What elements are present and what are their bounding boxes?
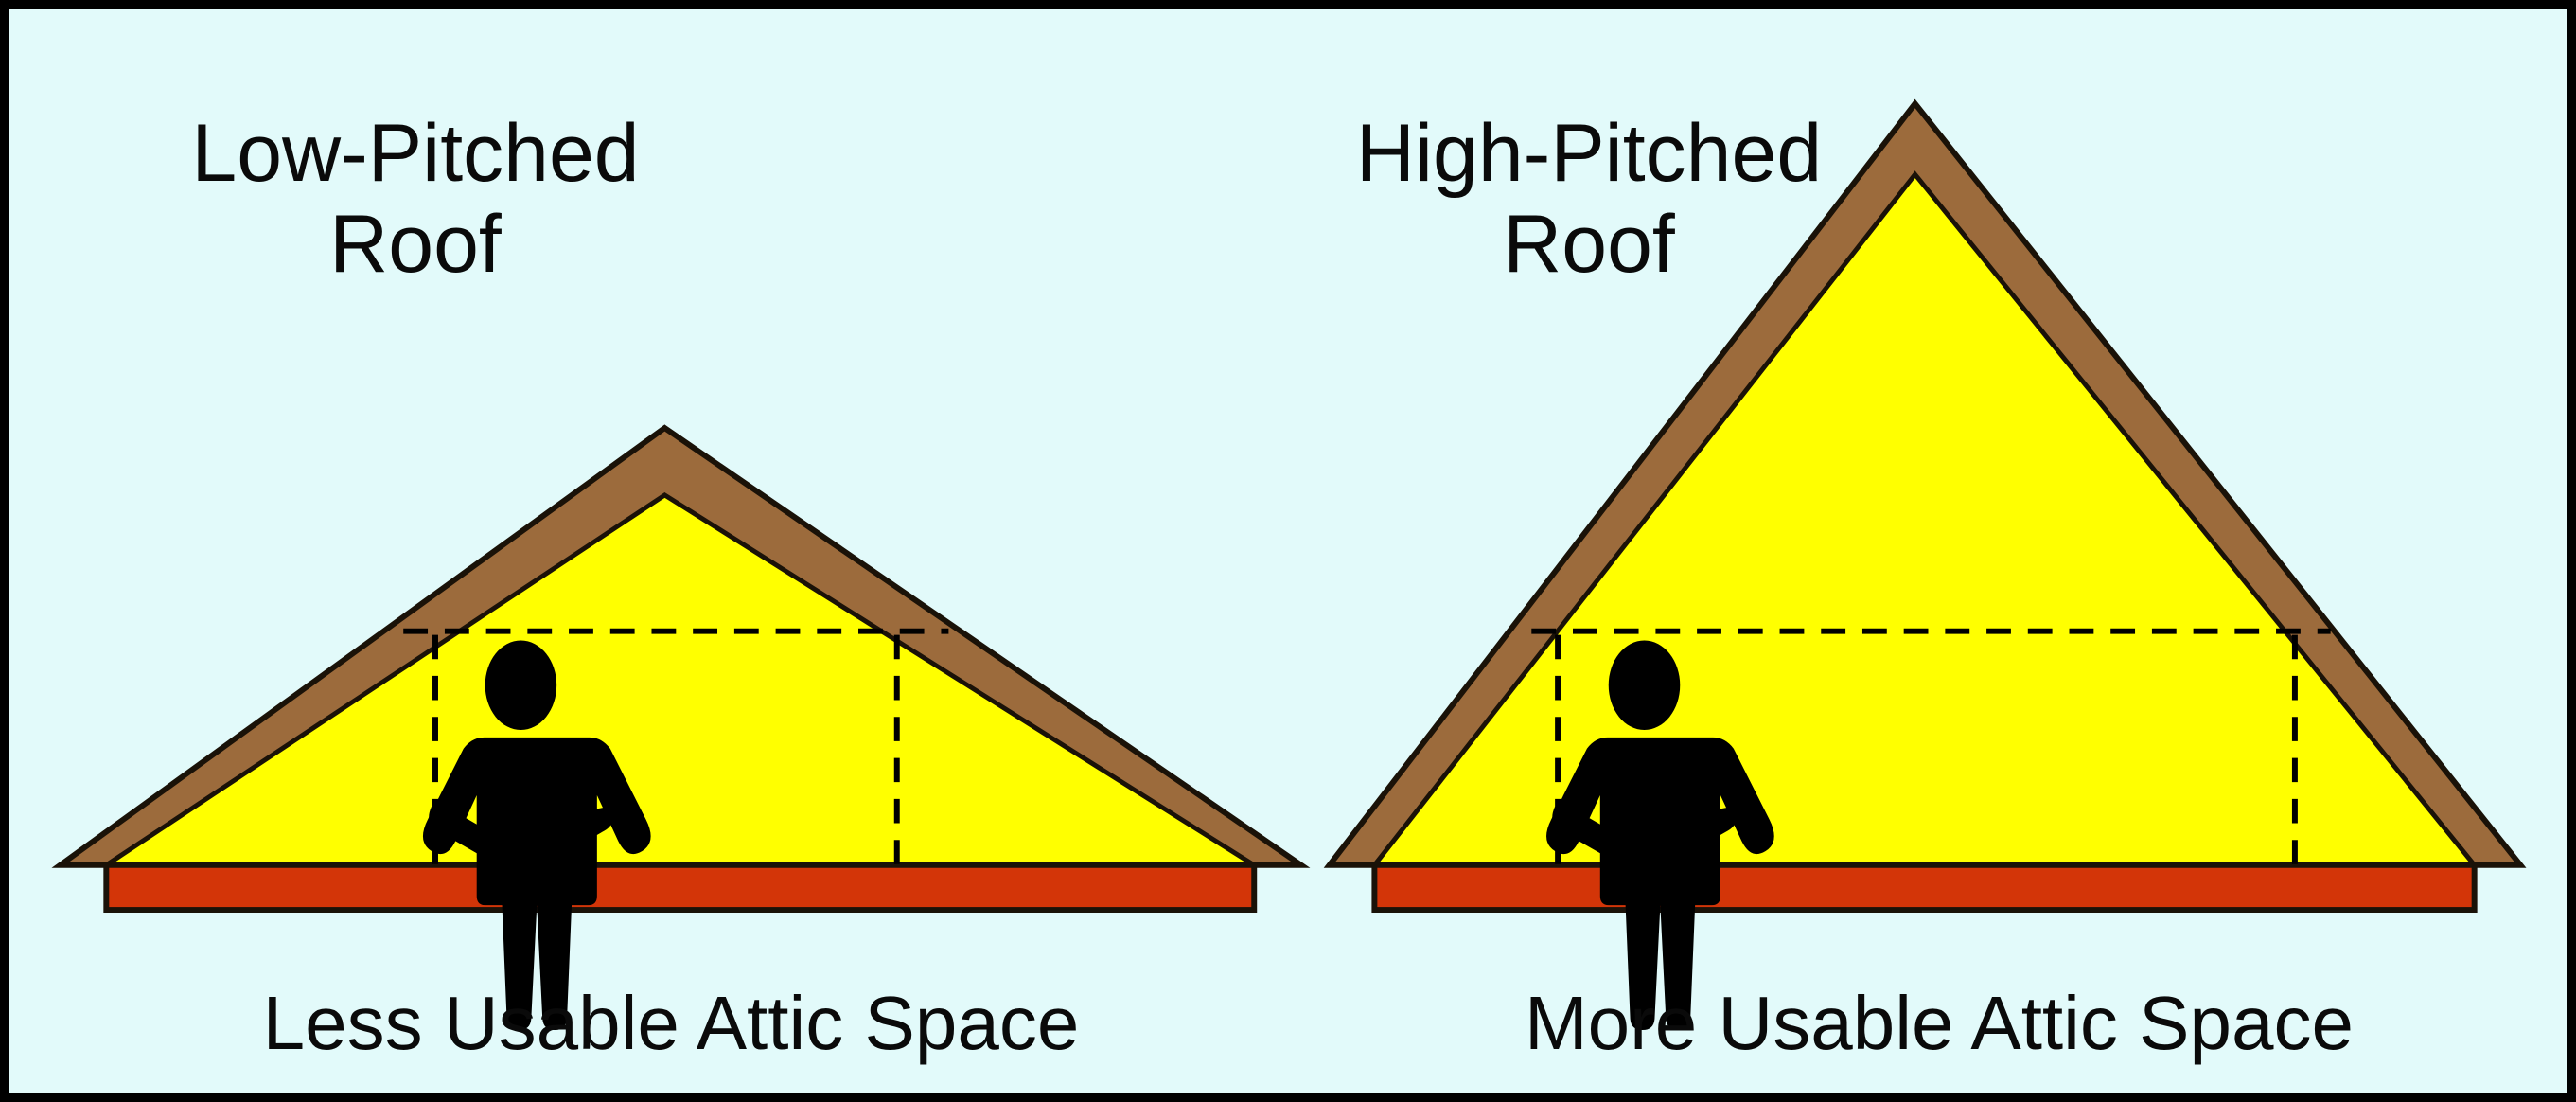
low-pitched-roof-title: Low-Pitched Roof (191, 108, 640, 291)
person-figure-low (422, 640, 651, 1031)
person-arm-right-low (535, 806, 613, 862)
usable-space-outline-low (403, 628, 949, 865)
person-leg-left-high (1614, 847, 1640, 864)
high-pitched-roof-title: High-Pitched Roof (1355, 108, 1823, 291)
person-leg-right-low (527, 847, 554, 864)
foundation-low (103, 862, 1258, 914)
person-head-low (485, 640, 557, 731)
high-pitched-roof-group (1323, 98, 2527, 1031)
person-head-high (1608, 640, 1681, 731)
roof-comparison-svg (51, 98, 2527, 1031)
usable-space-outline-high (1531, 628, 2331, 865)
person-arm-left-high (1552, 806, 1631, 862)
attic-volume-low (98, 491, 1262, 868)
person-arm-right-high (1658, 806, 1737, 862)
low-pitched-roof-group (51, 424, 1311, 1031)
foundation-high (1371, 862, 2478, 914)
person-leg-right-high (1650, 847, 1677, 864)
person-leg-left-low (490, 847, 517, 864)
person-arm-left-low (429, 806, 507, 862)
person-figure-high (1546, 640, 1774, 1031)
low-pitched-roof-caption: Less Usable Attic Space (262, 981, 1080, 1065)
high-pitched-roof-caption: More Usable Attic Space (1525, 981, 2354, 1065)
